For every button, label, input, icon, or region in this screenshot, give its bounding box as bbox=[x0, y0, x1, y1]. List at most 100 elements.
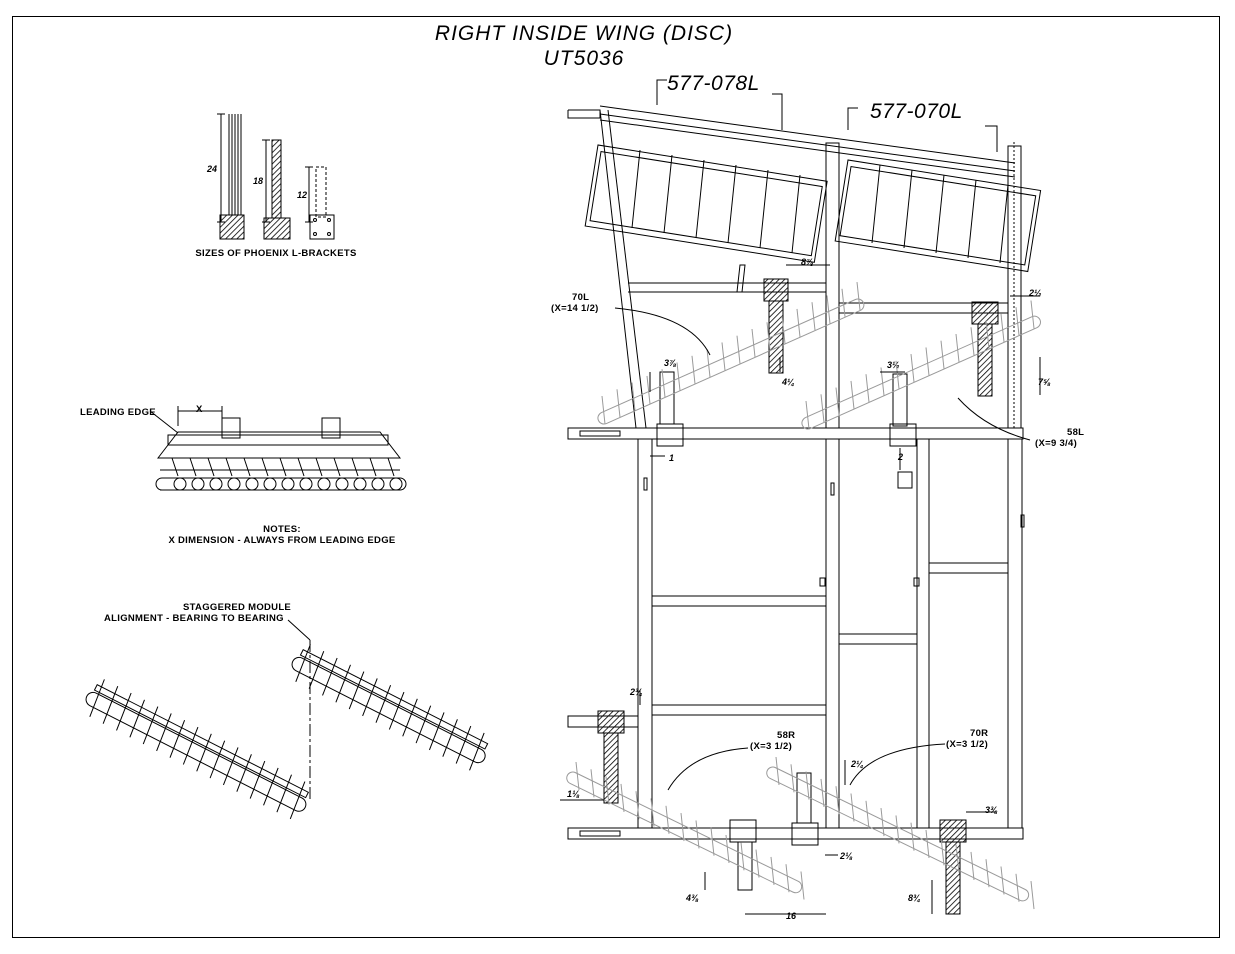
ghost-blade bbox=[725, 834, 730, 864]
disc-blade bbox=[442, 719, 458, 757]
ghost-blade bbox=[865, 800, 870, 829]
disc-hub bbox=[371, 477, 385, 491]
disc-hub bbox=[299, 477, 313, 491]
disc-blade bbox=[276, 774, 292, 813]
ghost-blade bbox=[1030, 300, 1035, 329]
ghost-blade bbox=[955, 333, 960, 363]
disc-blade bbox=[388, 691, 405, 730]
ghost-blade bbox=[785, 864, 790, 893]
model-number: UT5036 bbox=[543, 47, 625, 70]
ghost-blade bbox=[770, 856, 775, 885]
disc-blade bbox=[335, 664, 351, 703]
top-disc bbox=[935, 174, 945, 254]
bracket-size-12: 12 bbox=[297, 190, 308, 200]
drawing-border bbox=[12, 16, 1220, 938]
callout-58l bbox=[957, 397, 1031, 441]
disc-blade bbox=[428, 712, 445, 751]
staggered-label-1: STAGGERED MODULE bbox=[183, 602, 292, 613]
dim-8-7-8: 8⅞ bbox=[801, 257, 814, 267]
ghost-blade bbox=[856, 282, 861, 311]
ghost-blade bbox=[721, 342, 726, 371]
callout-70l bbox=[614, 307, 711, 356]
ghost-blade bbox=[1000, 313, 1005, 342]
disc-tooth bbox=[297, 457, 305, 477]
ghost-blade bbox=[800, 871, 805, 900]
dim-2-1-4: 2¼ bbox=[851, 759, 864, 769]
ghost-blade bbox=[781, 315, 786, 344]
disc-blade bbox=[308, 651, 325, 689]
ghost-blade bbox=[805, 400, 810, 430]
ghost-blade bbox=[601, 395, 606, 425]
disc-tooth bbox=[171, 457, 179, 477]
dim-7-5-8: 7⅝ bbox=[1038, 377, 1051, 387]
disc-row-leading-edge bbox=[171, 457, 403, 491]
ghost-blade bbox=[620, 783, 625, 812]
disc-tooth bbox=[189, 457, 197, 477]
ghost-blade bbox=[575, 761, 580, 791]
disc-blade bbox=[182, 726, 199, 765]
dim-4-1-4: 4¼ bbox=[782, 377, 795, 387]
disc-tooth bbox=[225, 457, 233, 477]
disc-hub bbox=[227, 477, 241, 491]
ghost-blade bbox=[880, 808, 885, 837]
ghost-blade bbox=[751, 328, 756, 358]
disc-tooth bbox=[243, 457, 251, 477]
disc-blade bbox=[222, 747, 239, 786]
part-number-left: 577-078L bbox=[667, 72, 760, 95]
disc-tooth bbox=[387, 457, 395, 477]
top-disc bbox=[695, 159, 705, 239]
ghost-blade bbox=[710, 827, 715, 856]
bracket-caption: SIZES OF PHOENIX L-BRACKETS bbox=[195, 248, 357, 259]
disc-blade bbox=[156, 713, 172, 752]
disc-tooth bbox=[315, 457, 323, 477]
disc-tooth bbox=[279, 457, 287, 477]
staggered-module-left bbox=[85, 679, 310, 820]
ghost-blade bbox=[841, 288, 846, 317]
top-disc bbox=[663, 154, 673, 234]
ghost-blade bbox=[970, 851, 975, 880]
disc-blade bbox=[348, 671, 365, 710]
disc-hub bbox=[173, 477, 187, 491]
dim-2-3-4: 2¾ bbox=[630, 687, 643, 697]
x-dimension-label: X bbox=[196, 404, 203, 415]
ghost-blade bbox=[826, 295, 831, 324]
ghost-blade bbox=[835, 786, 840, 815]
disc-blade bbox=[263, 767, 279, 806]
bracket-12 bbox=[305, 166, 335, 240]
ghost-blade bbox=[895, 815, 900, 844]
notes-heading: NOTES: bbox=[263, 524, 301, 535]
disc-blade bbox=[169, 720, 186, 758]
callout-70r bbox=[849, 743, 946, 786]
top-disc bbox=[727, 164, 737, 244]
top-disc bbox=[631, 149, 641, 229]
disc-blade bbox=[236, 754, 252, 792]
module-58r-id: 58R bbox=[777, 730, 796, 741]
top-disc bbox=[871, 164, 881, 244]
ghost-blade bbox=[925, 829, 930, 859]
disc-hub bbox=[389, 477, 403, 491]
ghost-blade bbox=[766, 322, 771, 351]
bracket-24 bbox=[217, 113, 245, 240]
module-70l-x: (X=14 1/2) bbox=[551, 303, 599, 314]
ghost-blade bbox=[691, 355, 696, 384]
dim-3-7-8: 3⅞ bbox=[664, 358, 677, 368]
ghost-blade bbox=[895, 360, 900, 389]
disc-tooth bbox=[333, 457, 341, 477]
disc-blade bbox=[295, 644, 311, 683]
ghost-blade bbox=[635, 791, 640, 820]
disc-hub bbox=[353, 477, 367, 491]
ghost-blade bbox=[1015, 307, 1020, 336]
top-disc bbox=[903, 169, 913, 249]
top-disc bbox=[759, 169, 769, 249]
disc-blade bbox=[209, 740, 226, 779]
part-number-right: 577-070L bbox=[870, 100, 963, 123]
bracket-size-18: 18 bbox=[253, 176, 264, 186]
ghost-blade bbox=[910, 354, 915, 383]
dim-16: 16 bbox=[786, 911, 797, 921]
disc-hub bbox=[281, 477, 295, 491]
disc-tooth bbox=[261, 457, 269, 477]
disc-tooth bbox=[207, 457, 215, 477]
disc-blade bbox=[116, 692, 132, 731]
dim-1: 1 bbox=[669, 453, 675, 463]
ghost-blade bbox=[1015, 873, 1020, 902]
